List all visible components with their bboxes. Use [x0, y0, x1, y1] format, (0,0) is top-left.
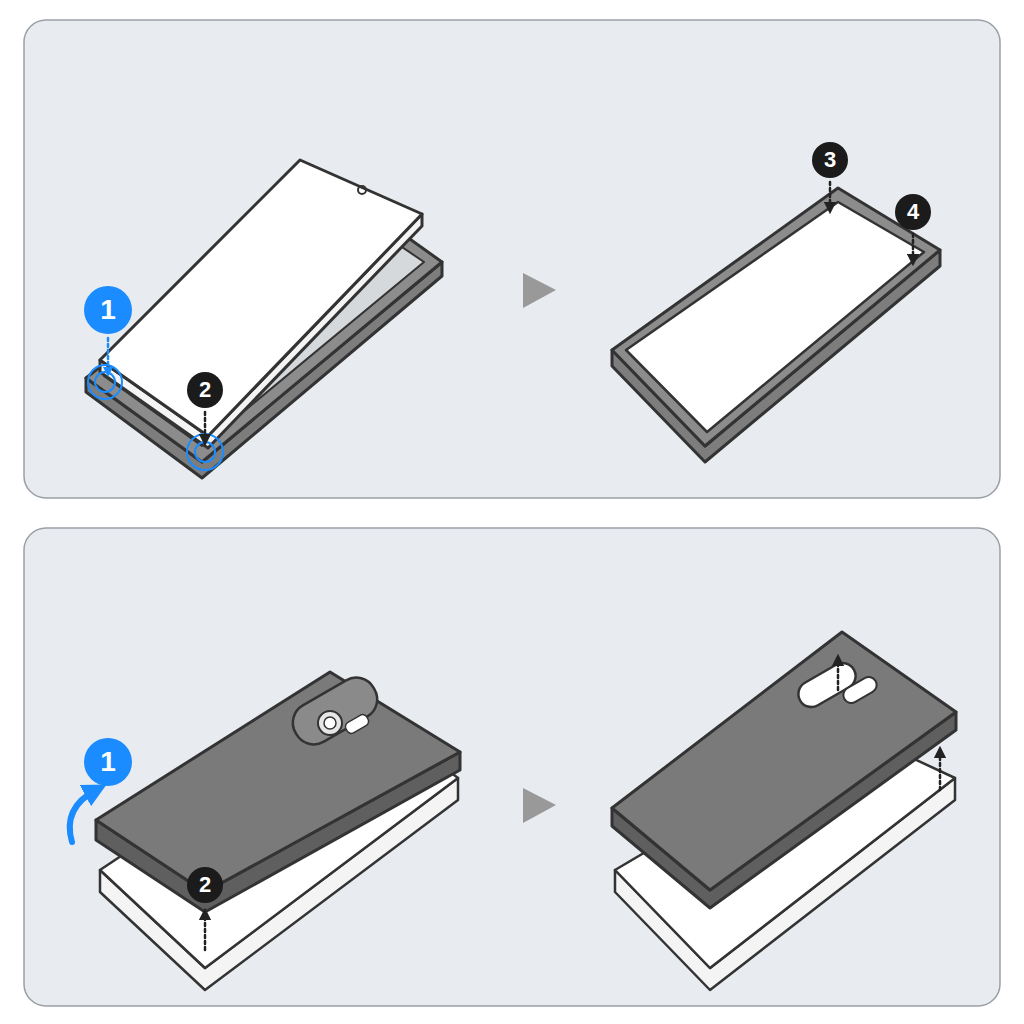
press-arrow — [829, 182, 832, 208]
press-arrow — [912, 234, 915, 260]
lift-arrow — [939, 752, 942, 790]
phone-case — [612, 632, 956, 908]
lift-arrow — [204, 914, 207, 950]
phone — [100, 160, 422, 448]
phone-case — [96, 670, 460, 912]
step-arrow — [523, 788, 556, 823]
press-arrow — [204, 412, 207, 440]
callout-number: 1 — [84, 738, 132, 786]
callout-number: 4 — [895, 194, 931, 230]
phone-in-case — [612, 188, 940, 462]
step-arrow — [523, 273, 556, 308]
panel — [24, 20, 1000, 498]
panel — [24, 528, 1000, 1006]
lift-arrow — [70, 790, 96, 842]
callout-number: 1 — [84, 286, 132, 334]
callout-number: 3 — [812, 142, 848, 178]
callout-number: 2 — [187, 372, 223, 408]
press-arrow — [107, 338, 110, 372]
press-point — [88, 365, 223, 470]
lift-arrow — [837, 660, 840, 690]
callout-number: 2 — [187, 867, 223, 903]
